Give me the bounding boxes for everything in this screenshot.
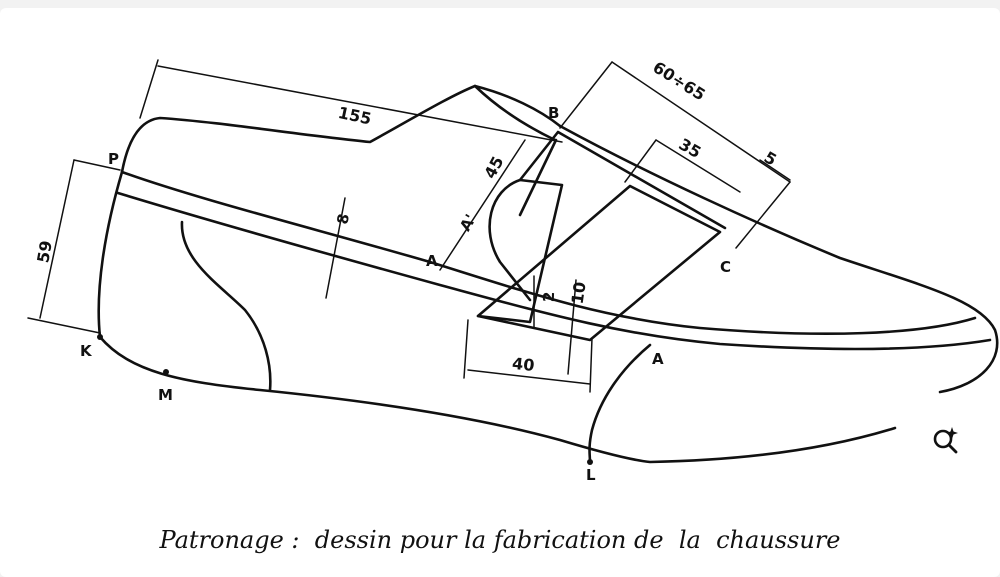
vamp-top-line (558, 124, 999, 394)
toe-cap-line (588, 343, 652, 464)
dimension-8 (325, 197, 346, 299)
shoe-bottom-outline (98, 335, 897, 464)
label-c: C (720, 258, 731, 276)
label-m: M (158, 386, 173, 404)
dimension-40 (463, 319, 593, 393)
dimension-10 (567, 279, 577, 375)
point-k (97, 334, 103, 340)
welt-band-lower (116, 191, 992, 351)
label-l: L (586, 466, 596, 484)
dimension-60-65 (559, 61, 791, 249)
label-a-prime: A' (456, 211, 480, 234)
strap-outline (476, 184, 722, 342)
label-a-right: A (652, 350, 664, 368)
point-l (587, 459, 593, 465)
tongue-line (473, 84, 557, 142)
paper-background (0, 8, 1000, 577)
dim-8-value: 8 (333, 212, 353, 225)
collar-top (120, 84, 562, 174)
quarter-curve (180, 220, 272, 392)
caption: Patronage : dessin pour la fabrication d… (159, 526, 841, 554)
welt-band-upper (120, 170, 977, 335)
dimension-155 (139, 59, 563, 143)
label-p: P (108, 150, 119, 168)
label-b: B (548, 104, 559, 122)
vamp-inner-fold (518, 138, 558, 217)
lens-glyph (933, 427, 958, 454)
dim-2-value: 2 (540, 291, 558, 302)
point-m (163, 369, 169, 375)
dimension-5 (759, 159, 791, 181)
dim-59-value: 59 (33, 239, 56, 264)
label-a-left: A (426, 252, 438, 270)
strap-inner-edge (476, 178, 564, 324)
dimension-59 (27, 159, 121, 334)
strap-top-band (518, 130, 727, 230)
dim-10-value: 10 (568, 281, 590, 306)
label-k: K (80, 342, 93, 360)
heel-back-curve (97, 170, 124, 339)
image-search-icon[interactable] (928, 422, 964, 458)
dim-40-value: 40 (511, 354, 535, 375)
dimension-45 (439, 139, 526, 271)
dimension-35 (624, 139, 741, 193)
